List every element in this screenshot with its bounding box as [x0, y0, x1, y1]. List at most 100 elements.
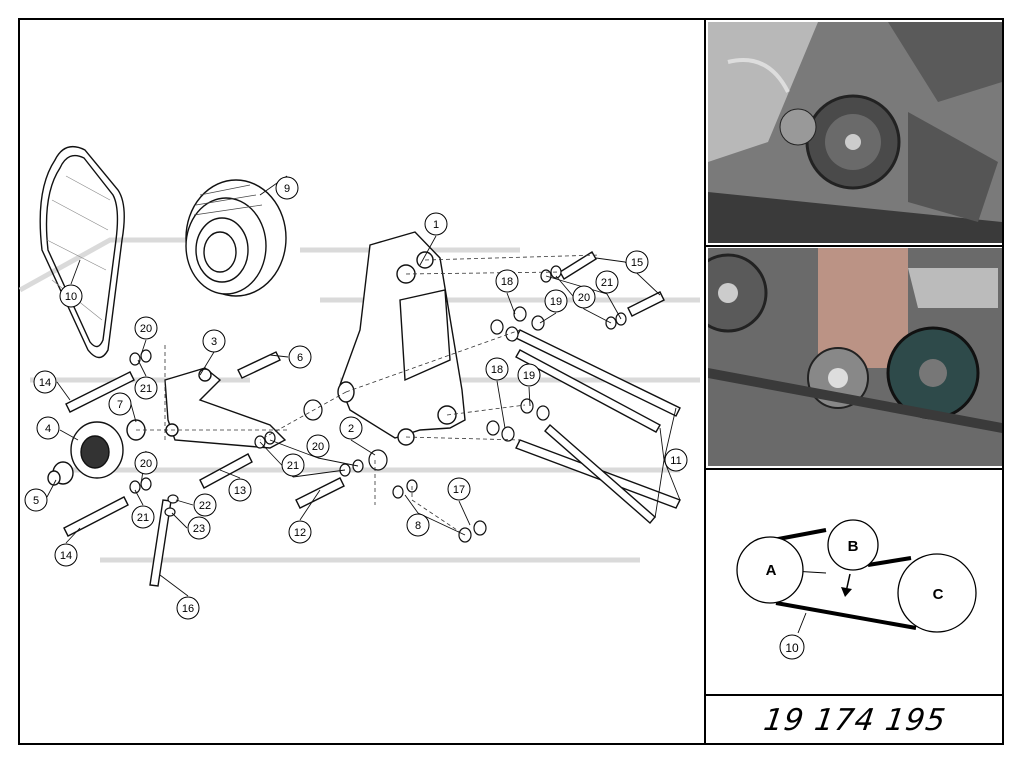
callout-circle	[281, 453, 305, 477]
callout-circle	[664, 448, 688, 472]
callout-20: 20	[134, 316, 158, 340]
callout-label: 20	[140, 458, 152, 470]
callout-15: 15	[625, 250, 649, 274]
part-number-box: 19 174 195	[706, 697, 1004, 743]
pulley-b	[827, 519, 879, 571]
arrow-down-icon	[841, 587, 852, 597]
callout-label: 1	[433, 219, 439, 231]
callout-circle	[595, 270, 619, 294]
callout-circle	[447, 477, 471, 501]
callout-3: 3	[202, 329, 226, 353]
callout-8: 8	[406, 513, 430, 537]
callout-circle	[193, 493, 217, 517]
callout-circle	[36, 416, 60, 440]
callout-label: 18	[491, 364, 503, 376]
pulley-c-label: C	[933, 586, 944, 603]
callout-label: 2	[348, 423, 354, 435]
callout-label: 6	[297, 352, 303, 364]
engine-photo-top	[708, 22, 1002, 243]
belt-routing-diagram: A B C 10	[736, 519, 977, 660]
part-number: 19 174 195	[761, 702, 949, 738]
callout-label: 5	[33, 495, 39, 507]
callout-label: 20	[312, 441, 324, 453]
callout-16: 16	[176, 596, 200, 620]
callout-19: 19	[544, 289, 568, 313]
pulley-part	[185, 179, 287, 297]
callout-circle	[33, 370, 57, 394]
callout-label: 21	[137, 512, 149, 524]
frame-divider-belt	[704, 468, 1004, 470]
drawing-frame	[18, 18, 1004, 745]
belt-segment-bottom	[775, 601, 917, 630]
belt-callout-label: 10	[785, 641, 799, 655]
callout-circle	[108, 392, 132, 416]
callout-circle	[517, 363, 541, 387]
callout-14: 14	[33, 370, 57, 394]
callout-21: 21	[131, 505, 155, 529]
callout-circle	[288, 520, 312, 544]
callout-circle	[24, 488, 48, 512]
callout-circle	[187, 516, 211, 540]
engine-photo-bottom	[708, 248, 1002, 466]
belt-segment-top-right	[867, 556, 912, 567]
pulley-a-label: A	[766, 562, 777, 579]
callout-label: 14	[60, 550, 72, 562]
callout-18: 18	[485, 357, 509, 381]
callout-13: 13	[228, 478, 252, 502]
assembly-lines	[136, 254, 601, 533]
callout-circle	[176, 596, 200, 620]
callout-22: 22	[193, 493, 217, 517]
callout-label: 17	[453, 484, 465, 496]
frame-divider-photos	[704, 245, 1004, 247]
callout-circle	[424, 212, 448, 236]
callout-label: 14	[39, 377, 51, 389]
bolts	[63, 251, 681, 587]
callout-7: 7	[108, 392, 132, 416]
callout-2: 2	[339, 416, 363, 440]
callout-17: 17	[447, 477, 471, 501]
pulley-c	[897, 553, 977, 633]
callout-9: 9	[275, 176, 299, 200]
callout-circle	[59, 284, 83, 308]
callout-label: 9	[284, 183, 290, 195]
callout-circle	[134, 376, 158, 400]
callout-circle	[544, 289, 568, 313]
pulley-a	[736, 536, 804, 604]
callout-23: 23	[187, 516, 211, 540]
callout-label: 22	[199, 500, 211, 512]
callout-circle	[572, 285, 596, 309]
callout-11: 11	[664, 448, 688, 472]
callout-label: 20	[140, 323, 152, 335]
belt-segment-top-left	[772, 528, 827, 542]
leader-lines	[46, 175, 681, 597]
washers	[129, 265, 627, 543]
callout-circle	[495, 269, 519, 293]
callout-circle	[339, 416, 363, 440]
callout-label: 12	[294, 527, 306, 539]
callout-5: 5	[24, 488, 48, 512]
callout-label: 19	[550, 296, 562, 308]
callout-1: 1	[424, 212, 448, 236]
callout-21: 21	[595, 270, 619, 294]
belt-part	[39, 146, 125, 359]
callout-18: 18	[495, 269, 519, 293]
callout-label: 13	[234, 485, 246, 497]
callout-circle	[625, 250, 649, 274]
callout-circle	[202, 329, 226, 353]
callout-12: 12	[288, 520, 312, 544]
callout-circle	[54, 543, 78, 567]
belt-callout	[779, 634, 805, 660]
callout-label: 21	[287, 460, 299, 472]
callout-label: 15	[631, 257, 643, 269]
callout-label: 7	[117, 399, 123, 411]
callout-label: 21	[601, 277, 613, 289]
callout-label: 20	[578, 292, 590, 304]
callout-circle	[306, 434, 330, 458]
callout-20: 20	[306, 434, 330, 458]
callout-label: 3	[211, 336, 217, 348]
frame-divider-vertical	[704, 18, 706, 745]
callout-circle	[134, 451, 158, 475]
callout-circle	[288, 345, 312, 369]
callout-label: 4	[45, 423, 51, 435]
pulley-b-label: B	[848, 538, 859, 555]
